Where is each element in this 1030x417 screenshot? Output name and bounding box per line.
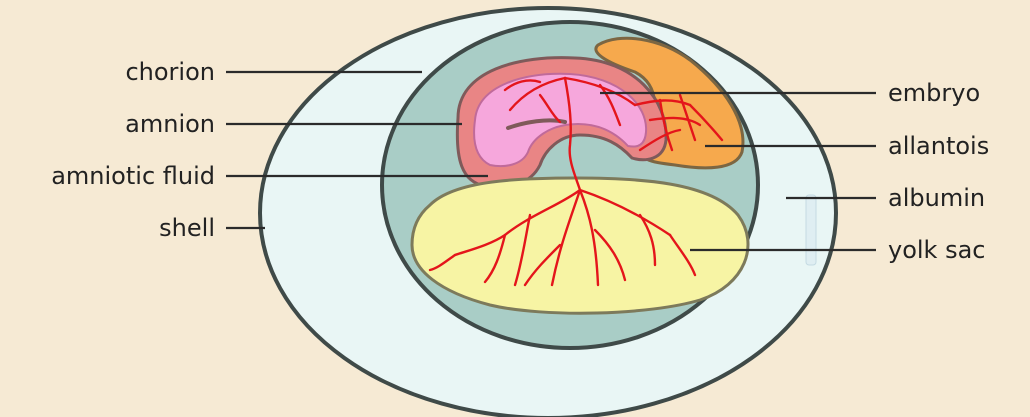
label-amnion: amnion (125, 110, 215, 138)
label-yolk-sac: yolk sac (888, 236, 986, 264)
label-allantois: allantois (888, 132, 989, 160)
label-chorion: chorion (125, 58, 215, 86)
label-embryo: embryo (888, 79, 980, 107)
label-shell: shell (159, 214, 215, 242)
label-albumin: albumin (888, 184, 985, 212)
yolk-sac (412, 178, 748, 313)
albumin-highlight (806, 195, 816, 265)
label-amniotic-fluid: amniotic fluid (51, 162, 215, 190)
